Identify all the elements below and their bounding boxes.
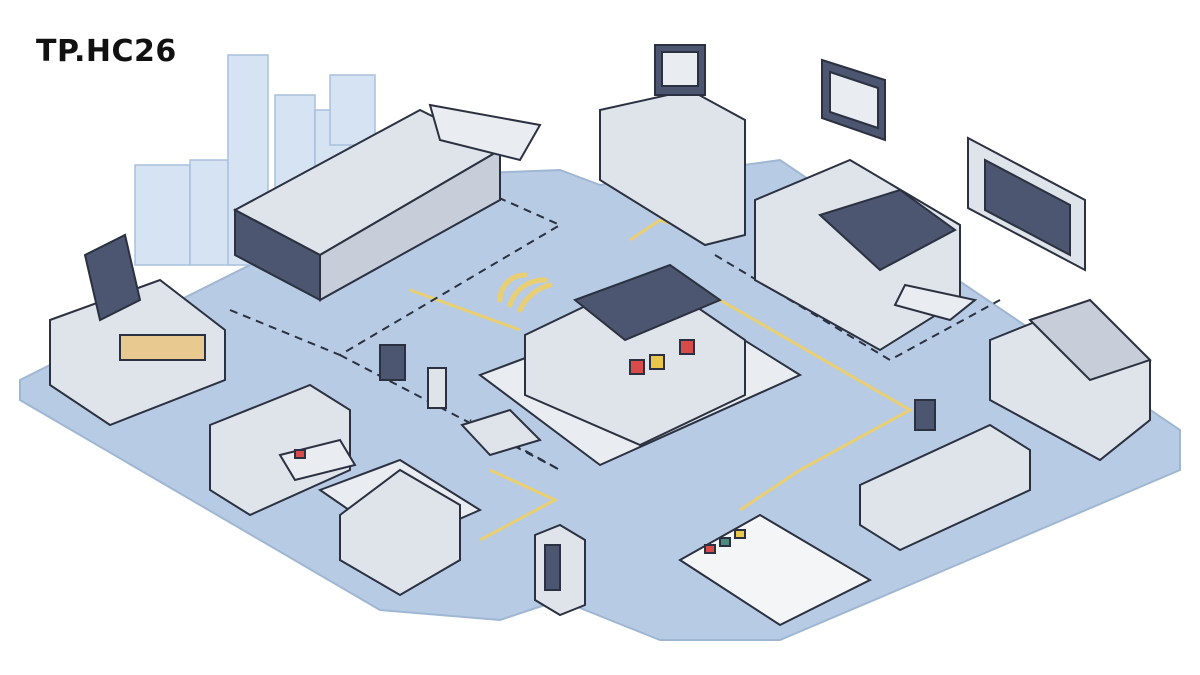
central-digital-press: [477, 263, 803, 467]
ink-bottle: [427, 367, 447, 409]
paper-tray: [460, 408, 542, 457]
print-press-line: [232, 103, 542, 302]
roll-machine-right: [989, 298, 1152, 462]
brand-title: TP.HC26: [36, 34, 177, 69]
kiosk-terminal: [49, 233, 226, 427]
finishing-machine: [754, 158, 978, 352]
wide-format-printer: [599, 44, 746, 247]
cutter: [317, 458, 483, 597]
dashed-zones: [229, 184, 1001, 471]
wifi-icon: [497, 272, 553, 313]
wall-display-panel: [967, 136, 1086, 272]
wall-monitor: [821, 58, 886, 142]
swatch-book: [678, 513, 873, 627]
laminator-right: [859, 399, 1031, 552]
server-tower: [534, 523, 586, 617]
robot-arm: [379, 344, 406, 381]
laminator-left: [209, 383, 357, 517]
